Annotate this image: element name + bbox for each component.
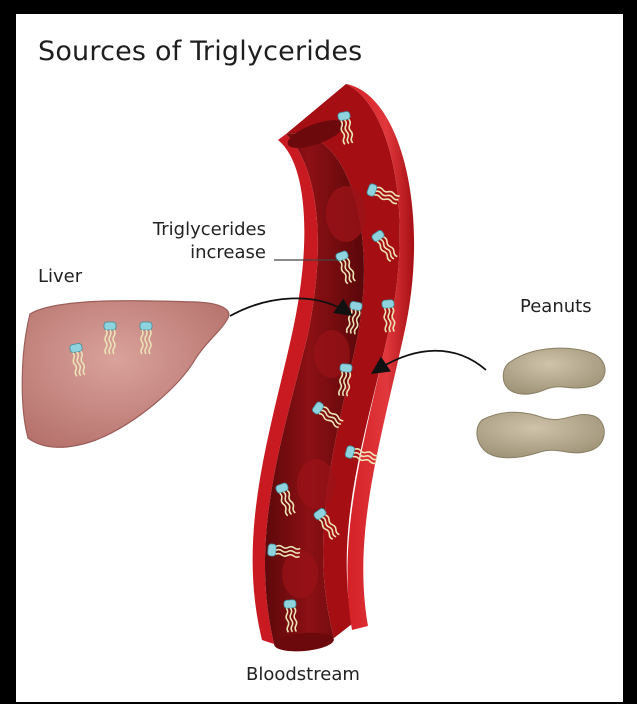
peanuts-label: Peanuts [520,296,592,317]
liver-label: Liver [38,266,82,287]
diagram-title: Sources of Triglycerides [38,36,362,67]
illustration [16,14,623,702]
bloodstream-label: Bloodstream [246,664,360,685]
liver-shape [22,301,229,448]
diagram-canvas: Sources of Triglycerides Liver Triglycer… [16,14,623,702]
callout-line-2: increase [116,241,266,264]
triglycerides-callout: Triglycerides increase [116,218,266,264]
peanuts-shape [477,348,605,458]
callout-line-1: Triglycerides [116,218,266,241]
blood-vessel [253,84,414,654]
